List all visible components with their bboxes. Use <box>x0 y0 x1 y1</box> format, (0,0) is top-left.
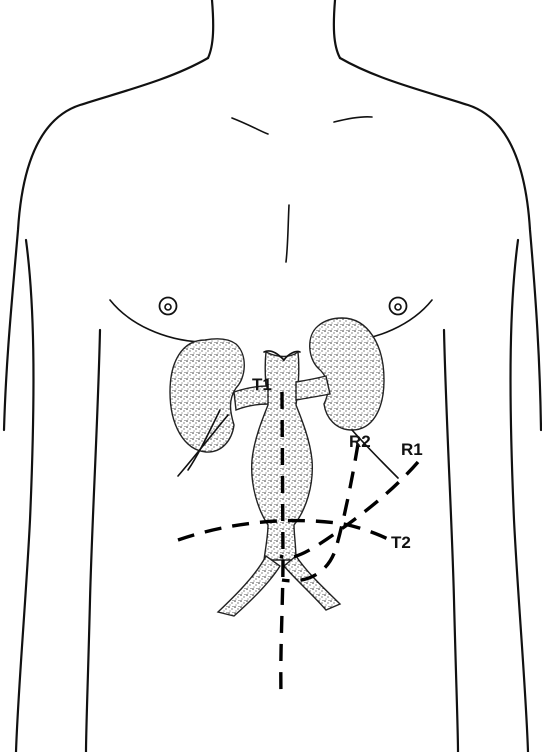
nipple-right-icon <box>390 298 407 315</box>
sternum-line <box>286 205 289 262</box>
right-arm-inner <box>511 240 528 752</box>
left-clavicle <box>232 118 268 134</box>
label-t1: T1 <box>252 376 272 393</box>
left-arm-inner <box>16 240 33 752</box>
label-t2: T2 <box>391 534 411 551</box>
label-r1: R1 <box>401 441 423 458</box>
left-flank <box>86 330 100 752</box>
nipple-left-icon <box>160 298 177 315</box>
right-renal-vessel <box>296 376 330 400</box>
right-flank <box>444 330 458 752</box>
right-clavicle <box>334 117 372 122</box>
neck-left <box>208 0 213 58</box>
right-kidney <box>310 318 384 430</box>
label-r2: R2 <box>349 433 371 450</box>
right-iliac-artery <box>284 556 340 610</box>
neck-right <box>334 0 340 58</box>
left-iliac-artery <box>218 556 280 616</box>
left-chest-line <box>110 300 200 342</box>
